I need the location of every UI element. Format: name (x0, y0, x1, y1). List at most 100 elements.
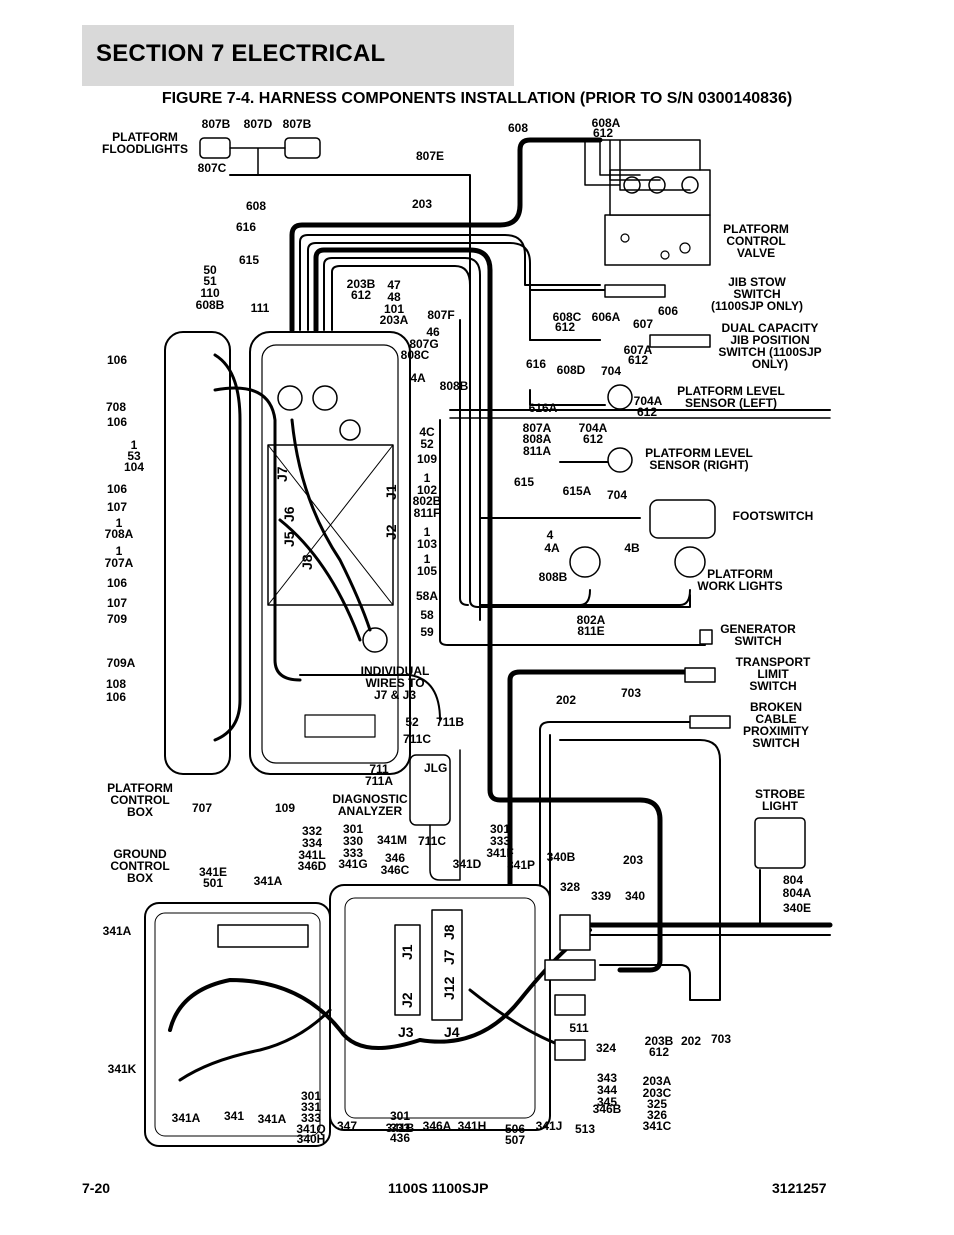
callout-l1-d: 1 (424, 471, 431, 485)
dual-capacity-switch (649, 334, 711, 348)
callout-l341a-b: 341A (103, 924, 132, 938)
section-title: SECTION 7 ELECTRICAL (96, 40, 386, 67)
platform-harness-b (213, 386, 302, 682)
callout-l333-d: 333 (390, 1121, 410, 1135)
callout-l203b-bot: 203B (645, 1034, 674, 1048)
floodlight-left (199, 137, 231, 159)
callout-generator-switch-line-1: SWITCH (734, 634, 781, 648)
callout-l341f: 341F (486, 846, 513, 860)
callout-l58: 58 (420, 608, 434, 622)
ground-harness-b (178, 1008, 332, 1082)
floodlight-right (284, 137, 321, 159)
jib-stow-switch (604, 284, 666, 298)
callout-l103: 103 (417, 537, 437, 551)
ground-j3-label: J3 (398, 1024, 414, 1040)
callout-diagnostic-analyzer-line-0: DIAGNOSTIC (332, 792, 408, 806)
callout-l707a: 707A (105, 556, 134, 570)
callout-l106-e: 106 (106, 690, 126, 704)
trunk-lower (439, 419, 706, 646)
callout-l341g: 341G (338, 857, 367, 871)
callout-l341d: 341D (453, 857, 482, 871)
callout-l52-b: 52 (405, 715, 419, 729)
callout-l109-b: 109 (275, 801, 295, 815)
callout-l101: 101 (384, 302, 404, 316)
callout-l346a: 346A (423, 1119, 452, 1133)
callout-l4a-mid: 4A (544, 541, 560, 555)
callout-l4: 4 (547, 528, 554, 542)
terminal-strip (304, 714, 376, 738)
callout-l608d: 608D (557, 363, 586, 377)
callout-platform-control-valve-line-1: CONTROL (726, 234, 785, 248)
callout-l346: 346 (385, 851, 405, 865)
ground-j4-label: J4 (444, 1024, 460, 1040)
callout-l708: 708 (106, 400, 126, 414)
callout-l340h: 340H (297, 1132, 326, 1146)
callout-l105: 105 (417, 564, 437, 578)
callout-l345: 345 (597, 1095, 617, 1109)
callout-platform-work-lights-line-1: WORK LIGHTS (697, 579, 782, 593)
callout-l507: 507 (505, 1133, 525, 1147)
j8-label: J8 (299, 554, 315, 570)
callout-l343: 343 (597, 1071, 617, 1085)
connector-328 (544, 959, 596, 981)
callout-l811e: 811E (577, 624, 604, 638)
callout-l106-c: 106 (107, 482, 127, 496)
callout-diagnostic-analyzer-line-1: ANALYZER (338, 804, 403, 818)
callout-l615a: 615A (563, 484, 592, 498)
callout-l203-right: 203 (623, 853, 643, 867)
callout-l106-b: 106 (107, 415, 127, 429)
ground-board-right (431, 909, 463, 1021)
transport-limit-switch-box (684, 667, 716, 683)
callout-l807e: 807E (416, 149, 444, 163)
platform-control-box-outline (164, 331, 231, 775)
ground-j2-label: J2 (399, 992, 415, 1008)
callout-l111: 111 (251, 301, 270, 315)
callout-l807a: 807A (523, 421, 552, 435)
callout-platform-level-right-line-0: PLATFORM LEVEL (645, 446, 753, 460)
callout-l707: 707 (192, 801, 212, 815)
callout-l606: 606 (658, 304, 678, 318)
ground-j8-label: J8 (441, 924, 457, 940)
connector-511 (554, 994, 586, 1016)
callout-l341b: 341B (386, 1121, 415, 1135)
callout-l607a: 607A (624, 343, 653, 357)
callout-l341k: 341K (108, 1062, 137, 1076)
callout-jib-stow-line-1: SWITCH (733, 287, 780, 301)
callout-l808b-top: 808B (440, 379, 469, 393)
callout-l346b: 346B (593, 1102, 622, 1116)
callout-l436: 436 (390, 1131, 410, 1145)
callout-footswitch: FOOTSWITCH (733, 509, 814, 523)
footer-doc-number: 3121257 (772, 1180, 827, 1196)
trunk-615 (307, 242, 601, 341)
platform-harness-d (299, 674, 441, 721)
callout-l324: 324 (596, 1041, 616, 1055)
callout-l46: 46 (426, 325, 440, 339)
connector-339 (559, 914, 591, 951)
callout-l811a: 811A (523, 444, 551, 458)
strobe-light-box (754, 817, 806, 869)
broken-cable-switch-box (689, 715, 731, 729)
callout-l711: 711 (369, 762, 389, 776)
callout-l612-c: 612 (555, 320, 575, 334)
callout-l1-c: 1 (116, 544, 123, 558)
trunk-wire-a (323, 257, 481, 621)
control-valve-body (604, 214, 711, 266)
callout-l332: 332 (302, 824, 322, 838)
callout-l1-b: 1 (116, 516, 123, 530)
j6-label: J6 (281, 506, 297, 522)
callout-platform-work-lights-line-0: PLATFORM (707, 567, 773, 581)
wire-level-left (529, 389, 606, 406)
callout-l704a: 704A (634, 394, 663, 408)
j1-label: J1 (383, 484, 399, 500)
callout-l612-e: 612 (637, 405, 657, 419)
trunk-wire-b (331, 265, 691, 608)
callout-l608-top: 608 (508, 121, 528, 135)
callout-l330: 330 (343, 834, 363, 848)
callout-l339: 339 (591, 889, 611, 903)
platform-harness-a (213, 353, 242, 742)
callout-l51: 51 (203, 274, 217, 288)
callout-l203a-top: 203A (380, 313, 409, 327)
callout-l1-e: 1 (424, 525, 431, 539)
callout-l341a-d: 341A (258, 1112, 287, 1126)
